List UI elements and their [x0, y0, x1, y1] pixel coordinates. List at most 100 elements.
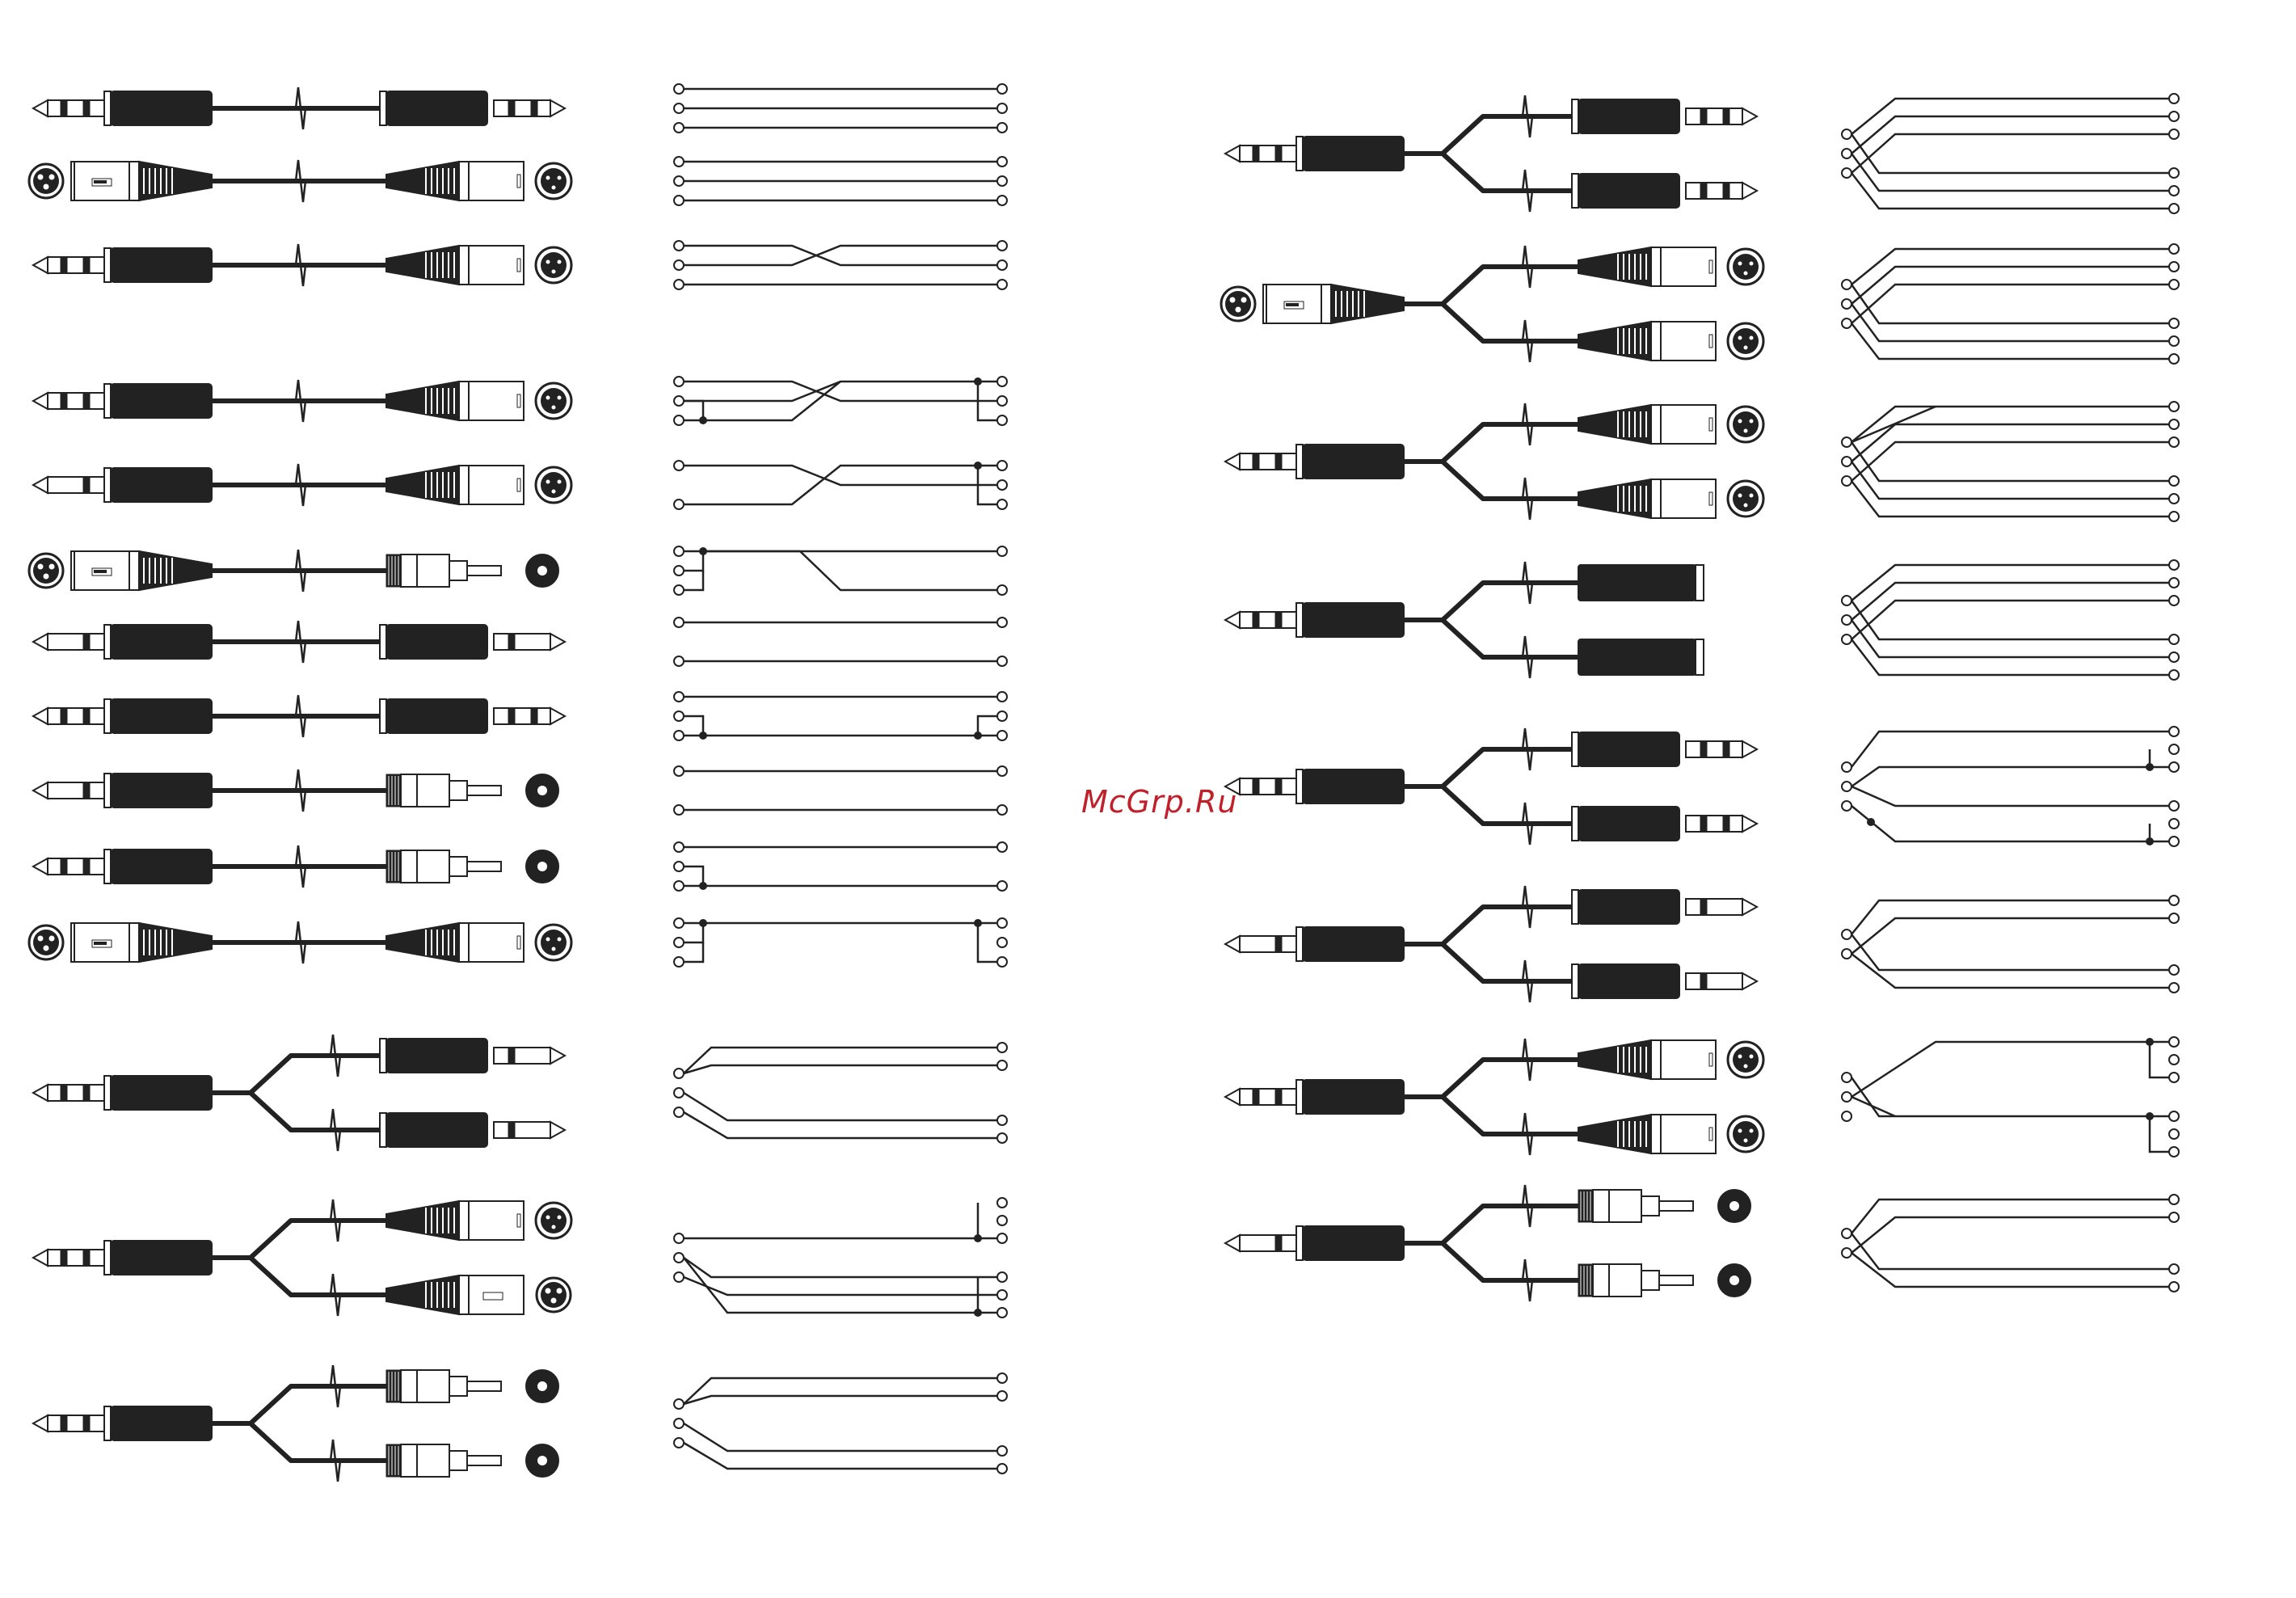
xlr-female-plug	[1221, 285, 1404, 323]
wire	[684, 466, 997, 485]
xlr-male-plug	[386, 162, 571, 200]
cable-y7	[1225, 562, 1704, 678]
wire	[684, 1423, 997, 1451]
cable-s1	[33, 87, 565, 129]
wire-terminal	[674, 396, 684, 406]
wiring-s6	[674, 546, 1007, 595]
wire-terminal	[997, 1464, 1007, 1474]
wire-terminal	[674, 1438, 684, 1448]
ts-plug	[380, 1113, 565, 1147]
wire-terminal	[2169, 129, 2179, 139]
ts-plug	[1572, 964, 1757, 998]
wire-terminal	[674, 585, 684, 595]
wire-terminal	[674, 938, 684, 947]
wire-terminal	[997, 461, 1007, 470]
wire-terminal	[2169, 1129, 2179, 1139]
wire-terminal	[997, 176, 1007, 186]
wire-terminal	[1842, 299, 1852, 309]
cable-s10	[33, 845, 558, 888]
wire-terminal	[2169, 1212, 2179, 1222]
xlr-female-plug	[29, 551, 212, 590]
trs-plug	[380, 699, 565, 733]
cable-s8	[33, 695, 565, 737]
wire-terminal	[2169, 837, 2179, 846]
wiring-y8	[1842, 727, 2179, 846]
wire-terminal	[997, 918, 1007, 928]
wire-terminal	[2169, 420, 2179, 429]
wire	[684, 1048, 997, 1073]
jack-socket	[1578, 639, 1704, 675]
wire-terminal	[997, 881, 1007, 891]
wire-terminal	[674, 196, 684, 205]
wire	[1852, 285, 2169, 323]
wire-terminal	[1842, 801, 1852, 811]
xlr-male-plug	[1578, 1040, 1763, 1079]
jack-socket	[1578, 565, 1704, 601]
rca-plug	[1578, 1190, 1750, 1222]
wire	[1852, 934, 2169, 970]
wire-terminal	[2169, 983, 2179, 993]
cable-s6	[29, 550, 558, 592]
wire-terminal	[1842, 476, 1852, 486]
wire-terminal	[1842, 437, 1852, 447]
wire-terminal	[997, 1133, 1007, 1143]
ts-plug	[33, 774, 212, 807]
cable-s3	[33, 244, 571, 286]
wire-terminal	[997, 585, 1007, 595]
wire-terminal	[674, 1069, 684, 1078]
rca-plug	[1578, 1264, 1750, 1297]
wire-terminal	[997, 1198, 1007, 1208]
xlr-female-plug	[29, 162, 212, 200]
wiring-s9	[674, 766, 1007, 815]
wire	[684, 382, 997, 401]
wire-terminal	[997, 157, 1007, 167]
bridge-dot	[1867, 818, 1875, 826]
wiring-s8	[674, 692, 1007, 740]
wiring-s11	[674, 918, 1007, 967]
wire	[684, 551, 997, 590]
wire-terminal	[1842, 635, 1852, 644]
wiring-y5	[1842, 244, 2179, 364]
cable-y8	[1225, 728, 1757, 845]
wire-terminal	[2169, 819, 2179, 829]
wire-terminal	[674, 176, 684, 186]
wire-terminal	[2169, 1264, 2179, 1274]
wire	[1852, 1217, 2169, 1253]
trs-plug	[1225, 769, 1404, 803]
xlr-male-plug	[386, 466, 571, 504]
xlr-male-plug	[1578, 1115, 1763, 1153]
rca-plug	[386, 850, 558, 883]
wire-terminal	[2169, 652, 2179, 662]
wire-terminal	[1842, 168, 1852, 178]
wire-terminal	[674, 500, 684, 509]
ts-plug	[380, 1039, 565, 1073]
wire	[684, 942, 703, 962]
wire-terminal	[674, 731, 684, 740]
wire-terminal	[997, 1060, 1007, 1070]
wire	[684, 1443, 997, 1469]
wire-terminal	[997, 938, 1007, 947]
cable-s11	[29, 921, 571, 963]
wire-terminal	[997, 123, 1007, 133]
wire	[684, 382, 997, 401]
wire	[1852, 1077, 2169, 1116]
ts-plug	[1225, 927, 1404, 961]
wire-terminal	[2169, 965, 2179, 975]
wire	[684, 246, 997, 265]
wire-terminal	[1842, 457, 1852, 466]
wire-terminal	[674, 566, 684, 576]
wire-terminal	[2169, 318, 2179, 328]
wire	[684, 866, 703, 886]
wiring-y7	[1842, 560, 2179, 680]
trs-plug	[1225, 603, 1404, 637]
wire	[684, 1258, 997, 1313]
wire-terminal	[2169, 1147, 2179, 1157]
wire-terminal	[2169, 1073, 2179, 1082]
wire-terminal	[674, 123, 684, 133]
wire-terminal	[2169, 727, 2179, 736]
wire	[684, 1277, 997, 1295]
wire	[684, 716, 703, 736]
trs-plug	[1225, 445, 1404, 479]
wire-terminal	[2169, 1282, 2179, 1292]
wire-terminal	[997, 500, 1007, 509]
